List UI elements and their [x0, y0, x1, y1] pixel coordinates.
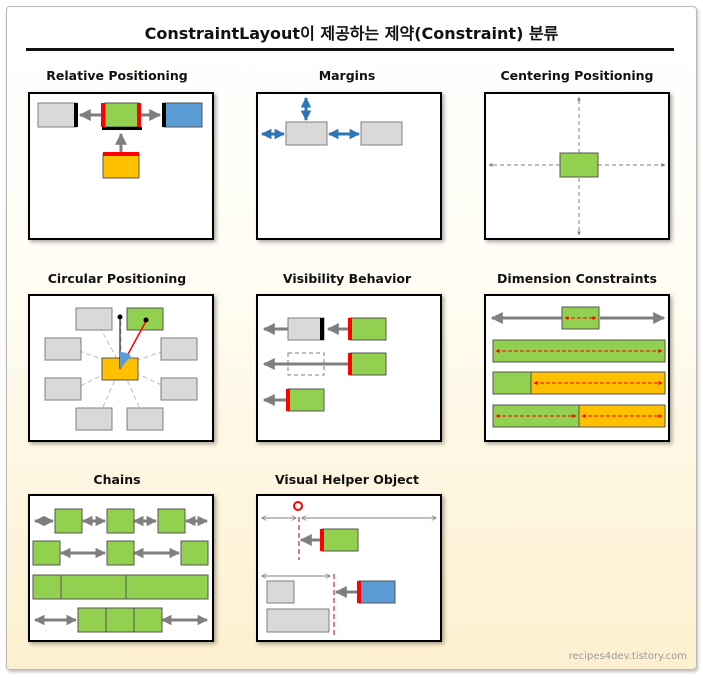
panel-visibility-behavior: [256, 294, 442, 442]
panel-margins: [256, 92, 442, 240]
label-visual-helper-object: Visual Helper Object: [274, 472, 420, 487]
panel-circular-positioning: [28, 294, 214, 442]
label-chains: Chains: [93, 472, 141, 487]
label-margins: Margins: [318, 68, 376, 83]
title-rule: [26, 48, 674, 51]
panel-centering-positioning: [484, 92, 670, 240]
label-centering-positioning: Centering Positioning: [500, 68, 654, 83]
label-dimension-constraints: Dimension Constraints: [497, 271, 657, 286]
label-visibility-behavior: Visibility Behavior: [282, 271, 412, 286]
label-relative-positioning: Relative Positioning: [46, 68, 188, 83]
panel-relative-positioning: [28, 92, 214, 240]
watermark: recipes4dev.tistory.com: [568, 651, 687, 662]
panel-visual-helper-object: [256, 494, 442, 642]
panel-dimension-constraints: [484, 294, 670, 442]
diagram-title: ConstraintLayout이 제공하는 제약(Constraint) 분류: [144, 24, 559, 43]
panel-chains: [28, 494, 214, 642]
label-circular-positioning: Circular Positioning: [47, 271, 187, 286]
